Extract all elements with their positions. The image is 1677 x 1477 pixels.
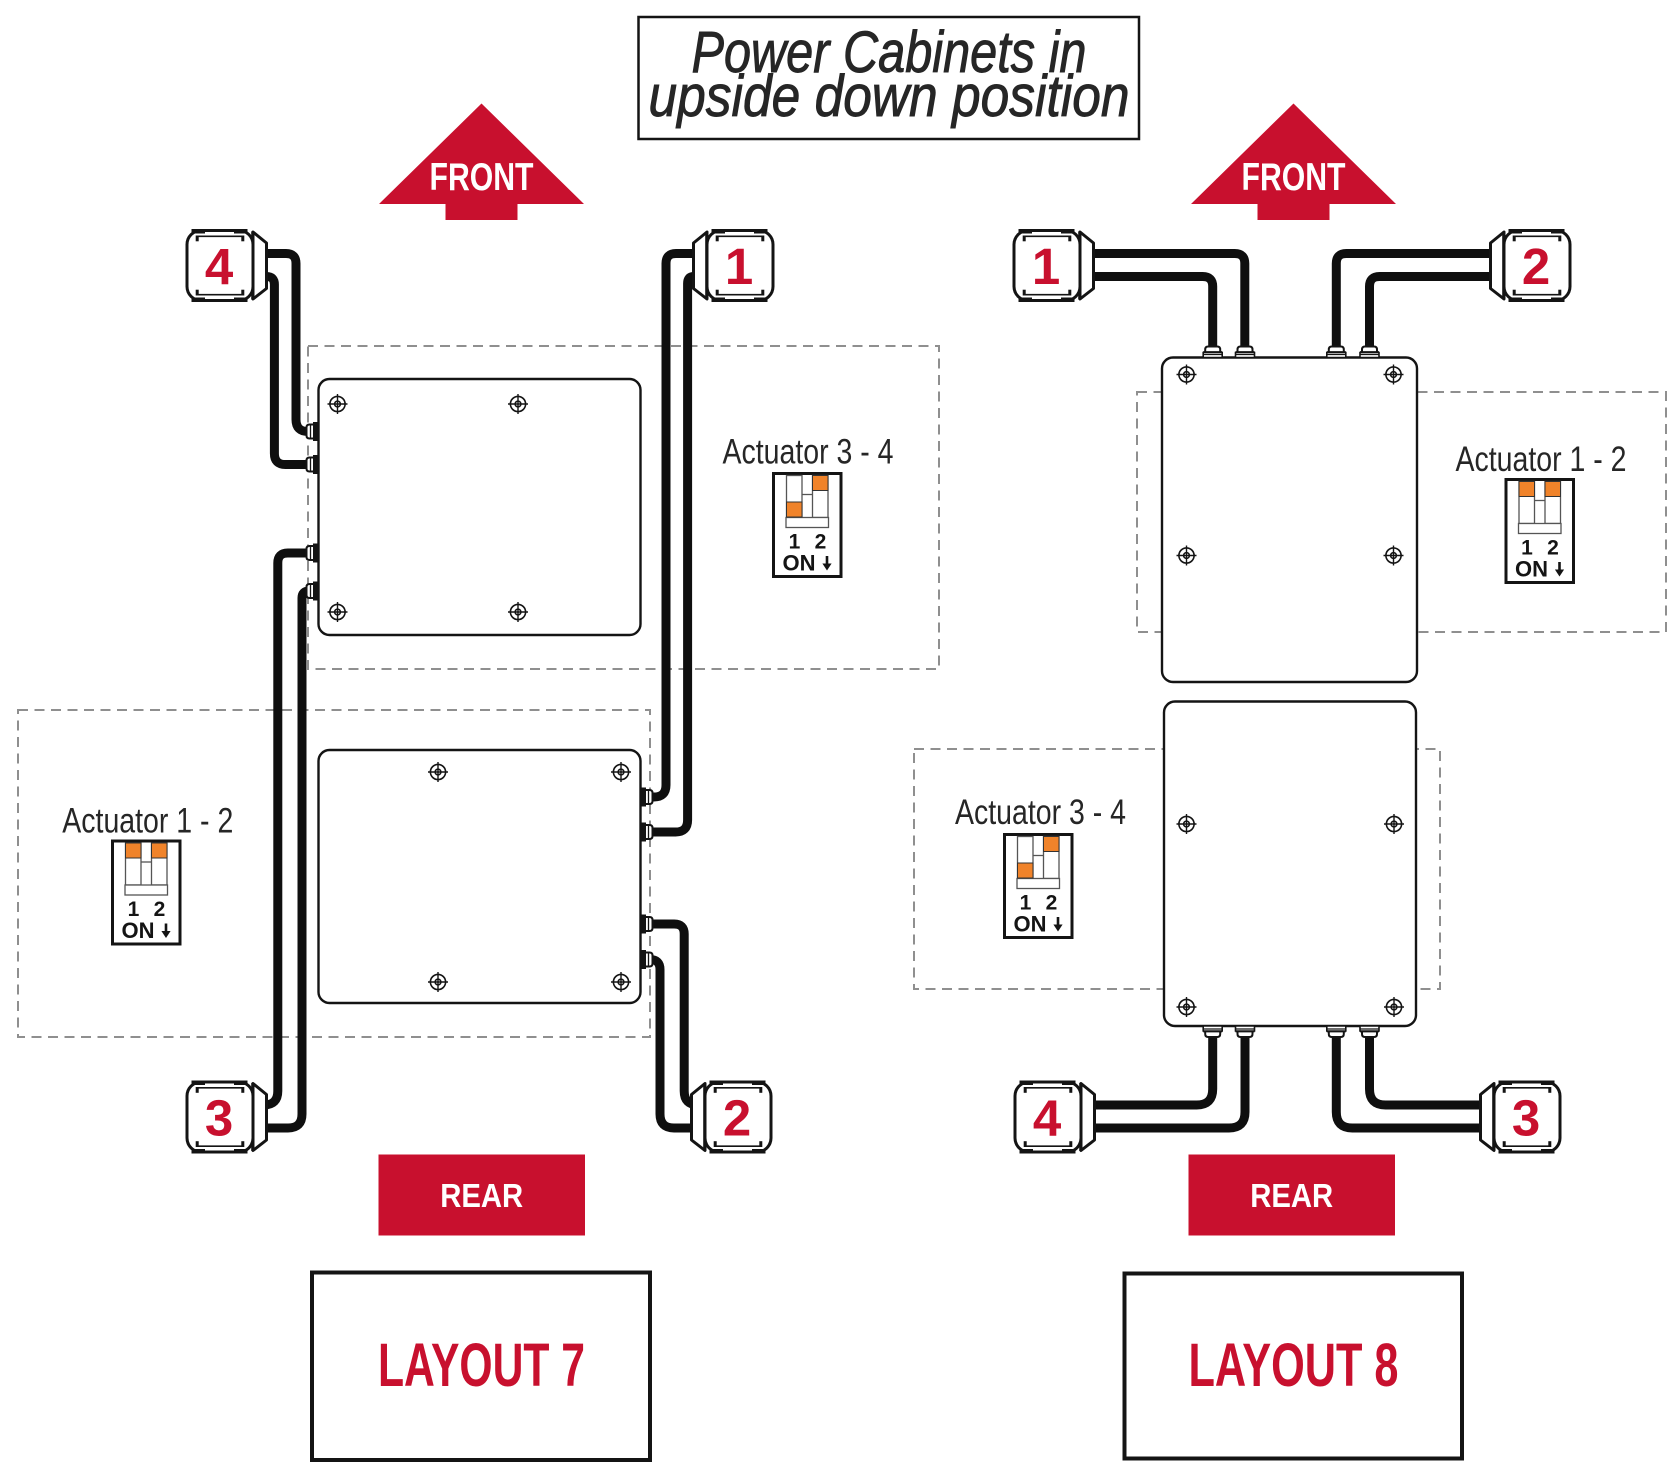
svg-text:4: 4 [1033, 1090, 1062, 1147]
svg-text:Actuator 3 - 4: Actuator 3 - 4 [723, 433, 894, 472]
svg-text:FRONT: FRONT [1242, 156, 1346, 199]
svg-text:ON: ON [1014, 912, 1047, 937]
svg-text:ON: ON [783, 551, 816, 576]
svg-text:2: 2 [1547, 537, 1559, 560]
svg-text:2: 2 [154, 898, 166, 921]
svg-text:1: 1 [1032, 238, 1060, 295]
svg-text:ON: ON [1515, 557, 1548, 582]
svg-text:2: 2 [1046, 892, 1058, 915]
svg-text:ON: ON [122, 918, 155, 943]
svg-text:3: 3 [205, 1090, 233, 1147]
svg-text:FRONT: FRONT [430, 156, 534, 199]
svg-text:3: 3 [1512, 1090, 1540, 1147]
svg-text:Actuator 1 - 2: Actuator 1 - 2 [1456, 440, 1627, 479]
svg-text:1: 1 [128, 898, 140, 921]
svg-text:REAR: REAR [440, 1178, 523, 1215]
svg-text:4: 4 [205, 238, 234, 295]
svg-text:2: 2 [815, 531, 827, 554]
svg-text:Actuator 3 - 4: Actuator 3 - 4 [955, 793, 1126, 832]
svg-text:Actuator 1 - 2: Actuator 1 - 2 [62, 801, 233, 840]
svg-text:REAR: REAR [1250, 1178, 1333, 1215]
svg-text:2: 2 [723, 1090, 751, 1147]
svg-text:2: 2 [1522, 238, 1550, 295]
svg-text:Power Cabinets in: Power Cabinets in [692, 20, 1087, 85]
svg-text:LAYOUT 7: LAYOUT 7 [378, 1331, 585, 1399]
svg-text:LAYOUT 8: LAYOUT 8 [1189, 1331, 1399, 1399]
svg-text:1: 1 [725, 238, 753, 295]
svg-text:1: 1 [1020, 892, 1032, 915]
svg-text:1: 1 [1521, 537, 1533, 560]
svg-text:1: 1 [789, 531, 801, 554]
svg-text:upside down position: upside down position [649, 64, 1130, 129]
